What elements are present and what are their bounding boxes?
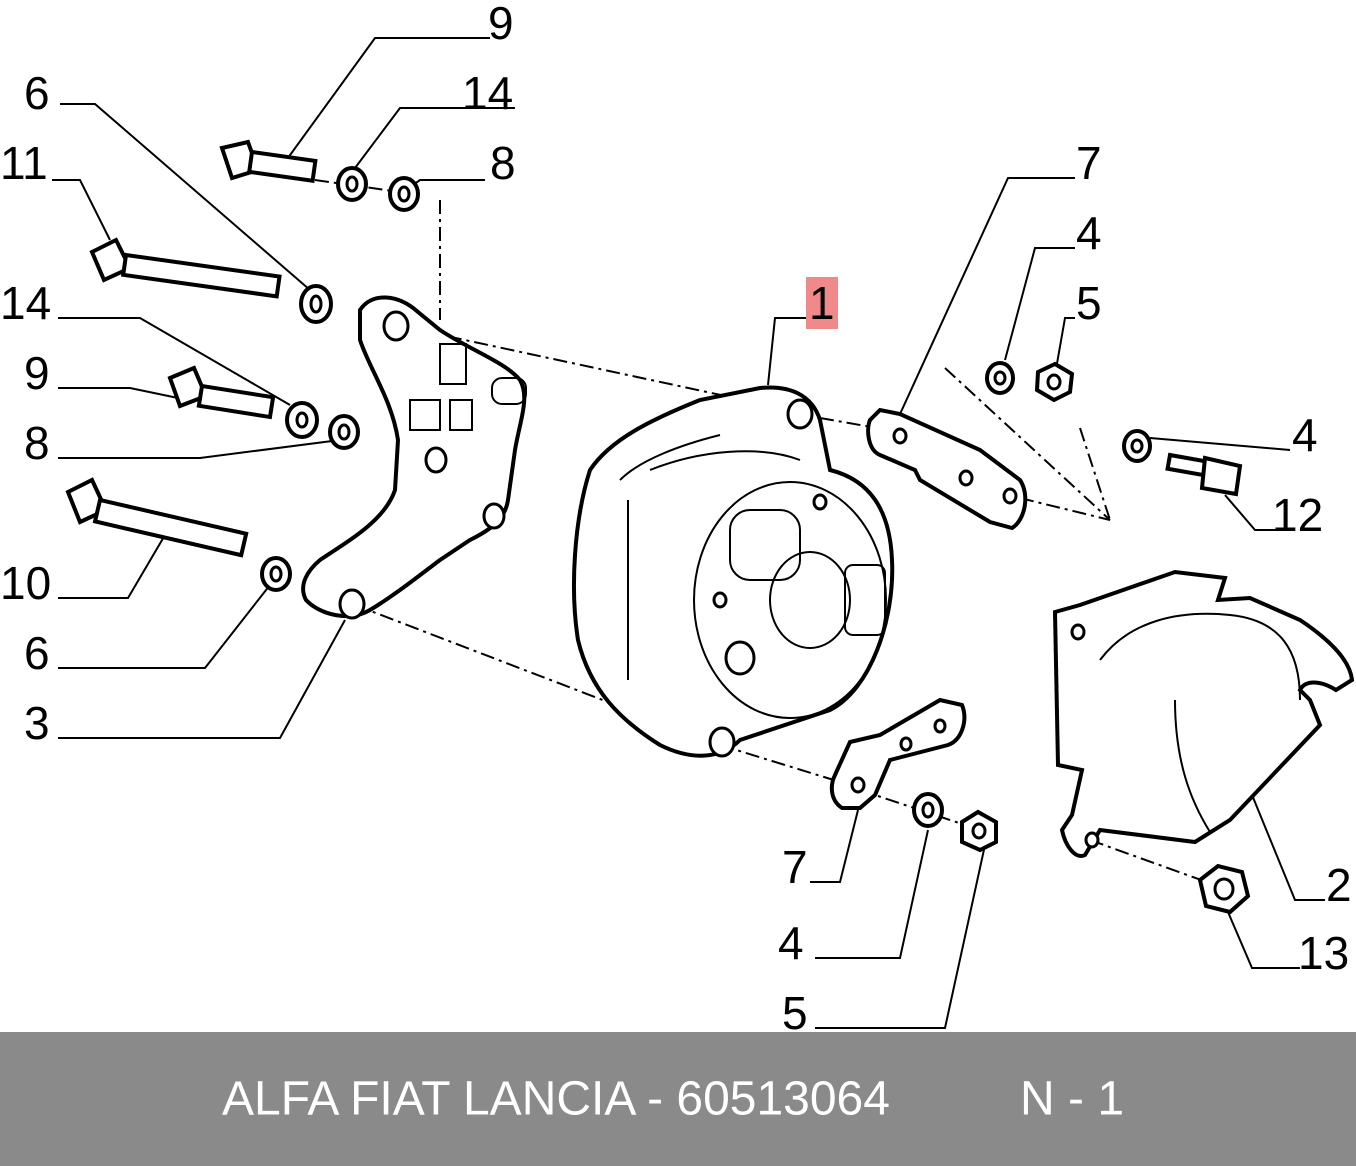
callout-label: 8 [490,137,516,189]
bolt-9-mid [167,365,276,420]
callout-label-highlighted: 1 [806,277,838,329]
bolt-12 [1165,452,1243,497]
callout-label: 14 [0,277,52,329]
bolt-11 [89,237,282,299]
footer-bar: ALFA FIAT LANCIA - 60513064 N - 1 [0,1032,1356,1166]
strap-bracket-low [829,697,967,810]
callout-label: 4 [1076,207,1102,259]
alternator [572,385,895,758]
alternator-cover [1052,569,1355,858]
callout-label: 8 [24,417,50,469]
callout-label: 5 [782,987,808,1039]
callout-label: 3 [24,697,50,749]
callout-label: 6 [24,67,50,119]
callout-label: 7 [782,841,808,893]
washers-nuts [260,166,1251,915]
callout-label: 9 [24,347,50,399]
bolt-10 [65,477,249,558]
callout-label: 14 [462,67,514,119]
callout-label: 9 [488,0,514,49]
callout-label: 4 [1292,409,1318,461]
strap-bracket-top [866,407,1028,531]
page-code: N - 1 [1020,1072,1125,1126]
callout-label: 7 [1076,137,1102,189]
callout-label: 4 [778,917,804,969]
brand-part-number: ALFA FIAT LANCIA - 60513064 [222,1072,890,1126]
callout-label: 13 [1298,927,1350,979]
callout-label: 5 [1076,277,1102,329]
parts-drawing [52,37,1355,1029]
callout-label: 2 [1326,859,1352,911]
leader-lines [52,37,1325,1029]
bolt-9-top [219,139,318,183]
mounting-bracket [301,295,527,620]
callout-label: 10 [0,557,52,609]
callout-label: 6 [24,627,50,679]
exploded-parts-diagram: 9 6 14 11 8 14 9 8 10 6 3 1 7 4 5 4 12 2… [0,0,1355,1036]
callout-label: 12 [1272,489,1324,541]
callout-label: 11 [0,137,48,189]
